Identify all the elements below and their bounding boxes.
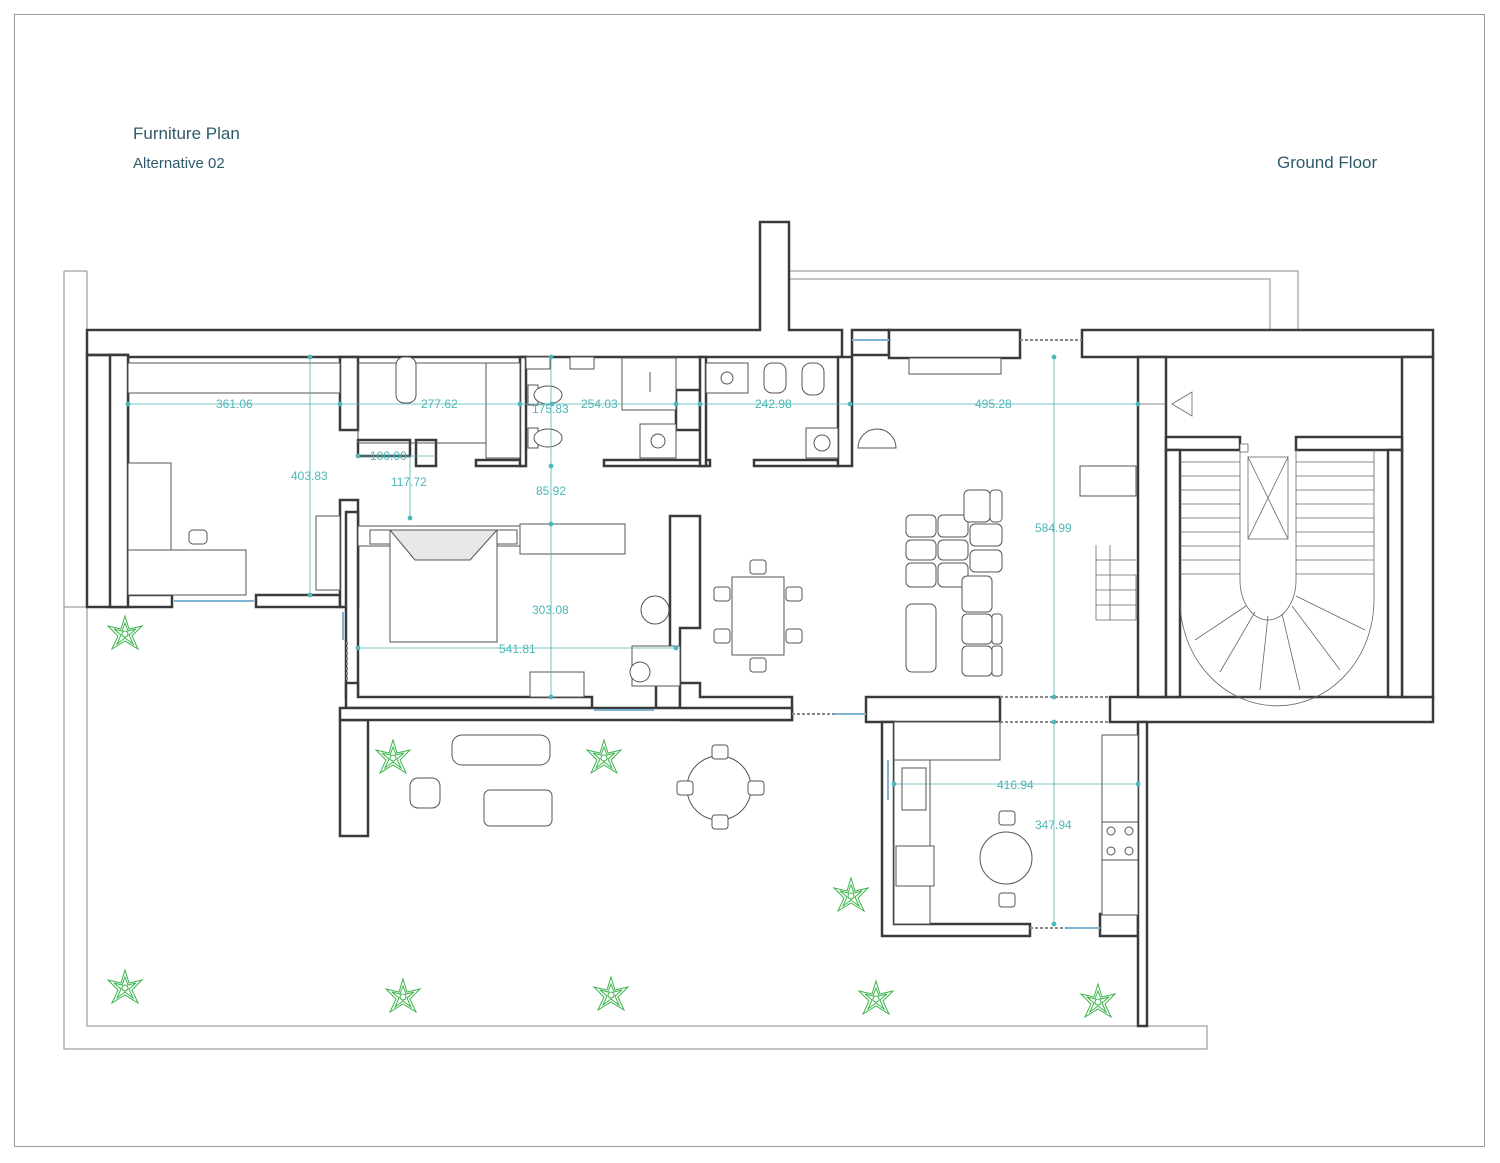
dim-117: 117.72: [391, 475, 427, 489]
dim-100: 100.00: [370, 449, 407, 463]
wardrobe-office: [127, 362, 341, 394]
walls: [85, 220, 1435, 1028]
dim-277: 277.62: [421, 397, 458, 411]
plants: [107, 615, 1116, 1018]
dim-254: 254.03: [581, 397, 618, 411]
drawing-sheet-border: [14, 14, 1485, 1147]
round-table-icon: [686, 755, 752, 821]
plant-icon: [107, 969, 143, 1004]
plan-subtitle: Alternative 02: [133, 155, 225, 172]
dim-85: 85.92: [536, 484, 566, 498]
plant-icon: [593, 976, 629, 1011]
plant-icon: [375, 739, 411, 774]
armchair-icon: [409, 777, 441, 809]
dim-403: 403.83: [291, 469, 328, 483]
dim-242: 242.98: [755, 397, 792, 411]
dim-303: 303.08: [532, 603, 569, 617]
stove-icon: [1101, 821, 1139, 861]
dim-347: 347.94: [1035, 818, 1072, 832]
dim-416: 416.94: [997, 778, 1034, 792]
staircase-icon: [1095, 391, 1375, 707]
plant-icon: [385, 978, 421, 1013]
sofa-icon: [905, 489, 1003, 677]
dim-584: 584.99: [1035, 521, 1072, 535]
sink-icon: [901, 767, 927, 811]
windows: [174, 339, 1100, 929]
dim-541: 541.81: [499, 642, 536, 656]
dimension-lines: [125, 354, 1141, 927]
plant-icon: [107, 615, 143, 650]
armchair-icon: [857, 428, 897, 449]
dimension-labels: 361.06 277.62 175.83 254.03 242.98 495.2…: [216, 397, 1072, 832]
furniture: [127, 356, 1139, 925]
plant-icon: [833, 877, 869, 912]
dim-495: 495.28: [975, 397, 1012, 411]
sofa-icon: [451, 734, 551, 766]
chair-icon: [188, 529, 208, 545]
dim-175: 175.83: [532, 402, 569, 416]
toilet-icon: [527, 427, 563, 449]
bed-icon: [388, 529, 499, 643]
plant-icon: [1080, 983, 1116, 1018]
plan-title: Furniture Plan: [133, 124, 240, 143]
floor-label: Ground Floor: [1277, 153, 1378, 172]
toilet-icon: [763, 362, 825, 396]
plant-icon: [858, 980, 894, 1015]
bathtub-icon: [395, 356, 417, 404]
armchair-icon: [640, 595, 670, 625]
round-table-icon: [979, 831, 1033, 885]
dining-table-icon: [731, 576, 785, 656]
plant-icon: [586, 739, 622, 774]
dim-361: 361.06: [216, 397, 253, 411]
